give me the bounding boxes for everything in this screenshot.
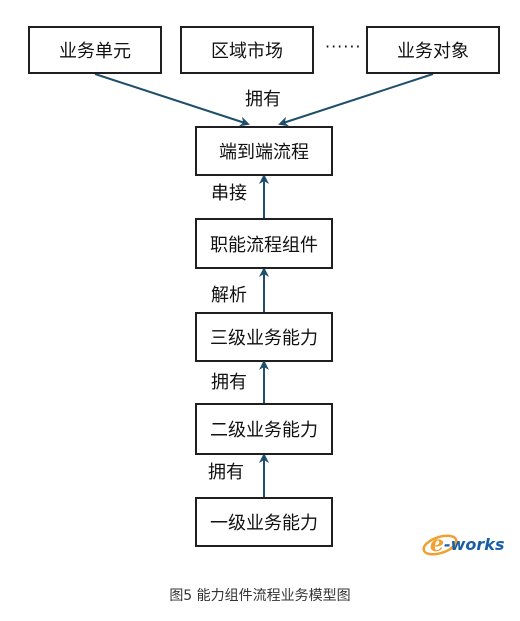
node-level1-capability: 一级业务能力: [195, 497, 333, 547]
node-business-unit-label: 业务单元: [59, 41, 131, 62]
svg-text:-works: -works: [444, 535, 504, 554]
node-end-to-end-process-label: 端到端流程: [219, 142, 309, 163]
node-business-unit: 业务单元: [28, 26, 162, 74]
edge-label-top-own: 拥有: [245, 89, 281, 110]
node-level2-capability-label: 二级业务能力: [210, 420, 318, 441]
node-end-to-end-process: 端到端流程: [195, 126, 333, 176]
edge-label-concat: 串接: [211, 183, 247, 204]
svg-text:e: e: [430, 531, 444, 557]
node-functional-process-component: 职能流程组件: [195, 218, 333, 269]
node-level1-capability-label: 一级业务能力: [210, 513, 318, 534]
node-functional-process-component-label: 职能流程组件: [210, 234, 318, 256]
node-level2-capability: 二级业务能力: [195, 403, 333, 455]
edge-label-own-a: 拥有: [211, 372, 247, 393]
arrow-business-object-to-end-to-end: [278, 73, 434, 127]
e-works-logo: e -works: [422, 531, 504, 557]
arrow-business-unit-to-end-to-end: [94, 73, 250, 127]
node-regional-market-label: 区域市场: [211, 41, 283, 62]
node-level3-capability-label: 三级业务能力: [210, 328, 318, 349]
edge-label-parse: 解析: [211, 285, 247, 306]
node-business-object: 业务对象: [366, 26, 500, 74]
ellipsis: ······: [325, 37, 362, 56]
node-level3-capability: 三级业务能力: [195, 312, 333, 362]
figure-caption: 图5 能力组件流程业务模型图: [169, 588, 351, 604]
node-regional-market: 区域市场: [180, 26, 314, 74]
node-business-object-label: 业务对象: [397, 41, 469, 62]
edge-label-own-b: 拥有: [208, 462, 244, 483]
